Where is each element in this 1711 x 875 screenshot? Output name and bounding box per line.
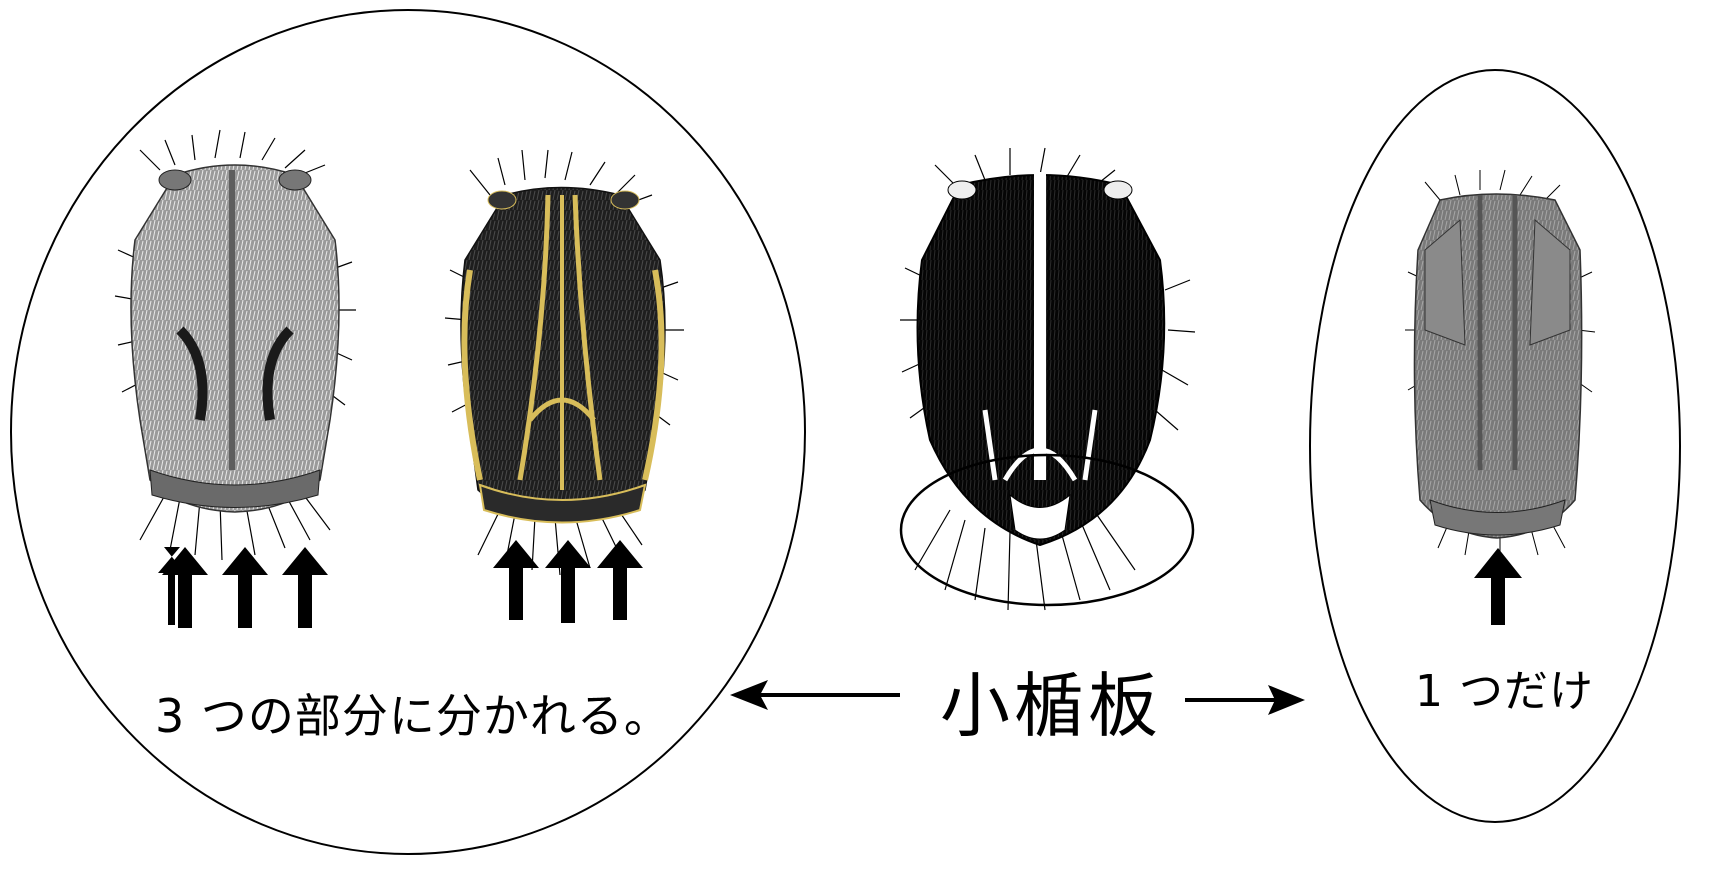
- thorax-grey-illustration: [114, 129, 356, 561]
- arrow-up-icon: [493, 540, 643, 623]
- right-caption-only-one: 1 つだけ: [1415, 666, 1594, 717]
- arrow-right-icon: [1185, 685, 1305, 715]
- arrow-left-icon: [730, 680, 900, 710]
- arrow-up-icon: [162, 547, 328, 628]
- arrow-up-icon: [1474, 548, 1522, 625]
- left-group-ellipse: [10, 9, 806, 855]
- thorax-narrow-grey-illustration: [1405, 169, 1596, 558]
- right-group-ellipse: [1309, 69, 1681, 823]
- center-caption-scutellum: 小楯板: [940, 665, 1162, 747]
- left-caption-three-parts: 3 つの部分に分かれる。: [155, 689, 671, 743]
- thorax-yellow-striped-illustration: [444, 149, 684, 576]
- scutellum-highlight-ellipse: [899, 453, 1195, 607]
- thorax-black-illustration: [899, 147, 1196, 611]
